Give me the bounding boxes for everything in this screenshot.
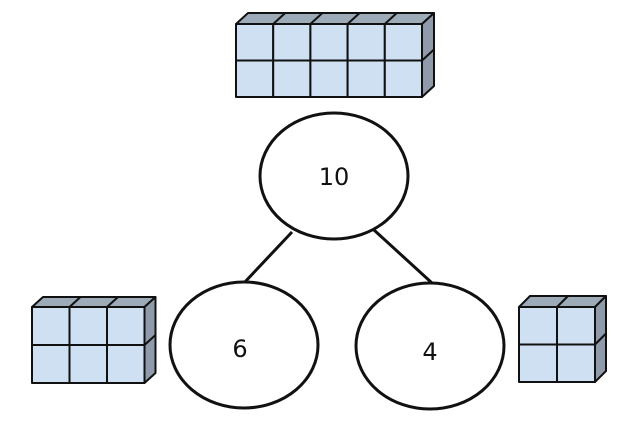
cube-front-cell — [309, 23, 349, 62]
cube-front-cell — [272, 59, 312, 98]
whole-node: 10 — [258, 111, 410, 241]
whole-cube-block — [235, 12, 435, 98]
bond-line-right — [372, 228, 434, 285]
cube-front-cell — [106, 306, 146, 346]
cube-side-divider — [143, 334, 157, 346]
part-cube-block-right — [518, 295, 607, 383]
bond-line-left — [241, 230, 294, 286]
part-circle-left — [168, 280, 320, 410]
part-value-left: 6 — [232, 335, 247, 363]
cube-top-divider — [272, 12, 286, 25]
cube-top-face — [31, 296, 157, 308]
cube-front-cell — [518, 306, 558, 346]
cube-front-cell — [556, 343, 596, 383]
part-node-right: 4 — [354, 281, 506, 411]
cube-top-divider — [384, 12, 398, 25]
cube-front-cell — [235, 59, 275, 98]
part-value-right: 4 — [422, 338, 437, 366]
cube-side-divider — [594, 332, 607, 346]
cube-front-cell — [272, 23, 312, 62]
cube-front-cell — [556, 306, 596, 346]
cube-front-cell — [383, 23, 423, 62]
cube-top-divider — [556, 295, 569, 308]
cube-front-cell — [68, 306, 108, 346]
cube-front-cell — [346, 23, 386, 62]
cube-front-cell — [106, 344, 146, 384]
cube-side-divider — [421, 48, 435, 62]
cube-top-face — [235, 12, 435, 25]
cube-front-cell — [346, 59, 386, 98]
cube-front-cell — [31, 344, 71, 384]
part-cube-block-left — [31, 296, 157, 384]
cube-top-divider — [309, 12, 324, 25]
cube-top-divider — [68, 296, 82, 308]
cube-front-cell — [68, 344, 108, 384]
cube-front-cell — [518, 343, 558, 383]
cube-front-cell — [235, 23, 275, 62]
cube-front-cell — [31, 306, 71, 346]
part-circle-right — [354, 281, 506, 411]
cube-front-cell — [383, 59, 423, 98]
cube-front-cell — [309, 59, 349, 98]
cube-top-divider — [346, 12, 361, 25]
whole-circle — [258, 111, 410, 241]
whole-value: 10 — [319, 163, 350, 191]
part-node-left: 6 — [168, 280, 320, 410]
cube-top-divider — [106, 296, 119, 308]
